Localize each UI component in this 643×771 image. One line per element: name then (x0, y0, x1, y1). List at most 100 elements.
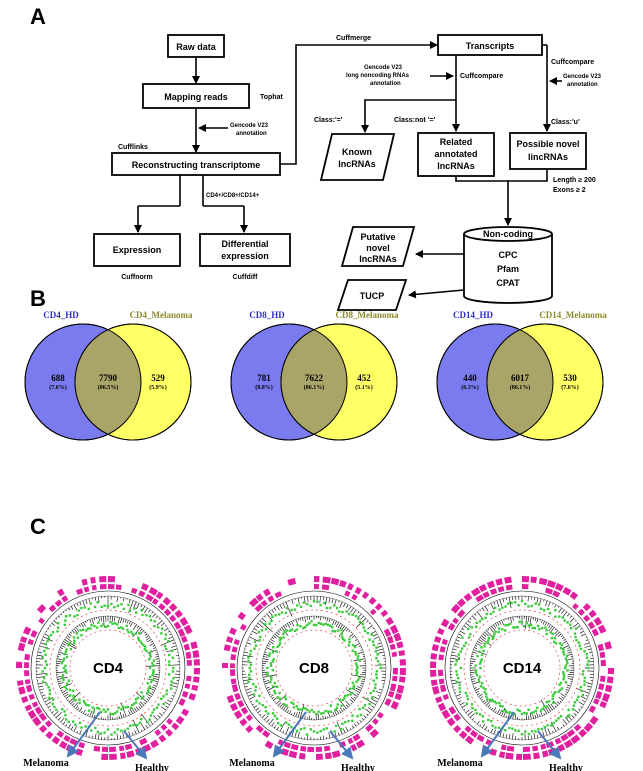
venn-right-count: 529 (151, 373, 165, 383)
melanoma-label: Melanoma (437, 758, 483, 769)
venn-left-count: 688 (51, 373, 65, 383)
venn-overlap (487, 324, 553, 440)
venn-right-count: 452 (357, 373, 371, 383)
circos-center-label: CD8 (299, 660, 329, 677)
venn-3: CD14_HD CD14_Melanoma 440(6.3%) 6017(86.1%)… (436, 310, 607, 441)
venn-overlap-count: 7790 (99, 373, 118, 383)
possible-label-2: lincRNAs (528, 152, 568, 162)
venn-overlap-pct: (86.1%) (304, 384, 325, 391)
circos-tick-ring (236, 590, 392, 746)
raw-data-label: Raw data (176, 42, 217, 52)
differential-label-2: expression (221, 251, 269, 261)
circos-tick-ring (444, 590, 600, 746)
gencode-v23-b-label: Gencode V23 (563, 74, 602, 80)
circos-outer-track (222, 576, 406, 760)
venn-left-count: 781 (257, 373, 271, 383)
gencode-annotation-label: annotation (236, 131, 267, 137)
melanoma-arrow (66, 711, 101, 758)
tucp-label: TUCP (360, 291, 385, 301)
panel-c-letter: C (30, 514, 46, 539)
healthy-arrow (537, 730, 562, 760)
panel-a-letter: A (30, 4, 46, 29)
differential-box (199, 233, 291, 267)
venn-right-title: CD14_Melanoma (539, 310, 607, 320)
putative-label-2: novel (366, 243, 390, 253)
annotation-b-label: annotation (567, 82, 598, 88)
related-label-2: annotated (434, 149, 477, 159)
venn-left-pct: (7.6%) (49, 384, 67, 391)
mapping-reads-label: Mapping reads (164, 92, 228, 102)
possible-label-1: Possible novel (516, 139, 579, 149)
putative-novel-box (340, 226, 416, 267)
gencode-v23-label: Gencode V23 (230, 123, 269, 129)
cell-types-label: CD4+/CD8+/CD14+ (206, 193, 260, 199)
cuffcompare-label-1: Cuffcompare (460, 73, 503, 80)
possible-novel-box (509, 132, 587, 170)
gencode-lnc-label-2: long noncoding RNAs (346, 73, 410, 79)
healthy-label: Healthy (549, 763, 583, 771)
venn-left-title: CD14_HD (453, 310, 493, 320)
venn-2: CD8_HD CD8_Melanoma 781(8.8%) 7622(86.1%) 45… (230, 310, 399, 441)
cpc-label: CPC (498, 250, 518, 260)
venn-right-title: CD8_Melanoma (336, 310, 399, 320)
venn-left-title: CD8_HD (249, 310, 285, 320)
healthy-label: Healthy (135, 763, 169, 771)
circos-center-label: CD14 (503, 660, 542, 677)
circos-center-label: CD4 (93, 660, 124, 677)
class-not-label: Class:not '=' (394, 117, 436, 124)
venn-left-pct: (8.8%) (255, 384, 273, 391)
differential-label-1: Differential (221, 239, 268, 249)
venn-overlap (75, 324, 141, 440)
venn-overlap-pct: (86.1%) (510, 384, 531, 391)
mapping-reads-box (142, 83, 250, 109)
panel-b-letter: B (30, 286, 46, 311)
venn-overlap-count: 7622 (305, 373, 324, 383)
venn-right-count: 530 (563, 373, 577, 383)
circos-green-track (41, 601, 175, 736)
melanoma-arrow (480, 711, 515, 758)
circos-outer-track (16, 576, 200, 760)
class-u-label: Class:'u' (551, 119, 580, 126)
melanoma-arrow (272, 711, 307, 758)
venn-right-pct: (5.9%) (149, 384, 167, 391)
circos-tick-ring (30, 590, 186, 746)
cufflinks-label: Cufflinks (118, 144, 148, 151)
cpat-label: CPAT (496, 278, 520, 288)
non-coding-cylinder (463, 234, 553, 304)
noncoding-label: Non-coding (483, 229, 533, 239)
gencode-lnc-label-1: Gencode V23 (364, 65, 403, 71)
healthy-label: Healthy (341, 763, 375, 771)
venn-left-pct: (6.3%) (461, 384, 479, 391)
class-eq-label: Class:'=' (314, 117, 343, 124)
exons-label: Exons ≥ 2 (553, 187, 586, 194)
tucp-box (336, 279, 408, 311)
putative-label-3: lncRNAs (359, 254, 397, 264)
cuffcompare-label-2: Cuffcompare (551, 59, 594, 66)
venn-overlap (281, 324, 347, 440)
tophat-label: Tophat (260, 94, 283, 101)
circos-histogram (241, 595, 387, 741)
gencode-lnc-label-3: annotation (370, 81, 401, 87)
known-lncrnas-box (319, 133, 396, 181)
cuffmerge-label: Cuffmerge (336, 35, 371, 42)
melanoma-label: Melanoma (23, 758, 69, 769)
healthy-arrow (123, 730, 148, 760)
transcripts-label: Transcripts (466, 41, 515, 51)
venn-right-pct: (7.6%) (561, 384, 579, 391)
venn-right-title: CD4_Melanoma (130, 310, 193, 320)
venn-left-count: 440 (463, 373, 477, 383)
related-box (417, 132, 495, 177)
putative-label-1: Putative (360, 232, 395, 242)
cuffnorm-label: Cuffnorm (121, 274, 153, 281)
known-label-2: lncRNAs (338, 159, 376, 169)
length-label: Length ≥ 200 (553, 177, 596, 184)
melanoma-label: Melanoma (229, 758, 275, 769)
venn-overlap-count: 6017 (511, 373, 530, 383)
